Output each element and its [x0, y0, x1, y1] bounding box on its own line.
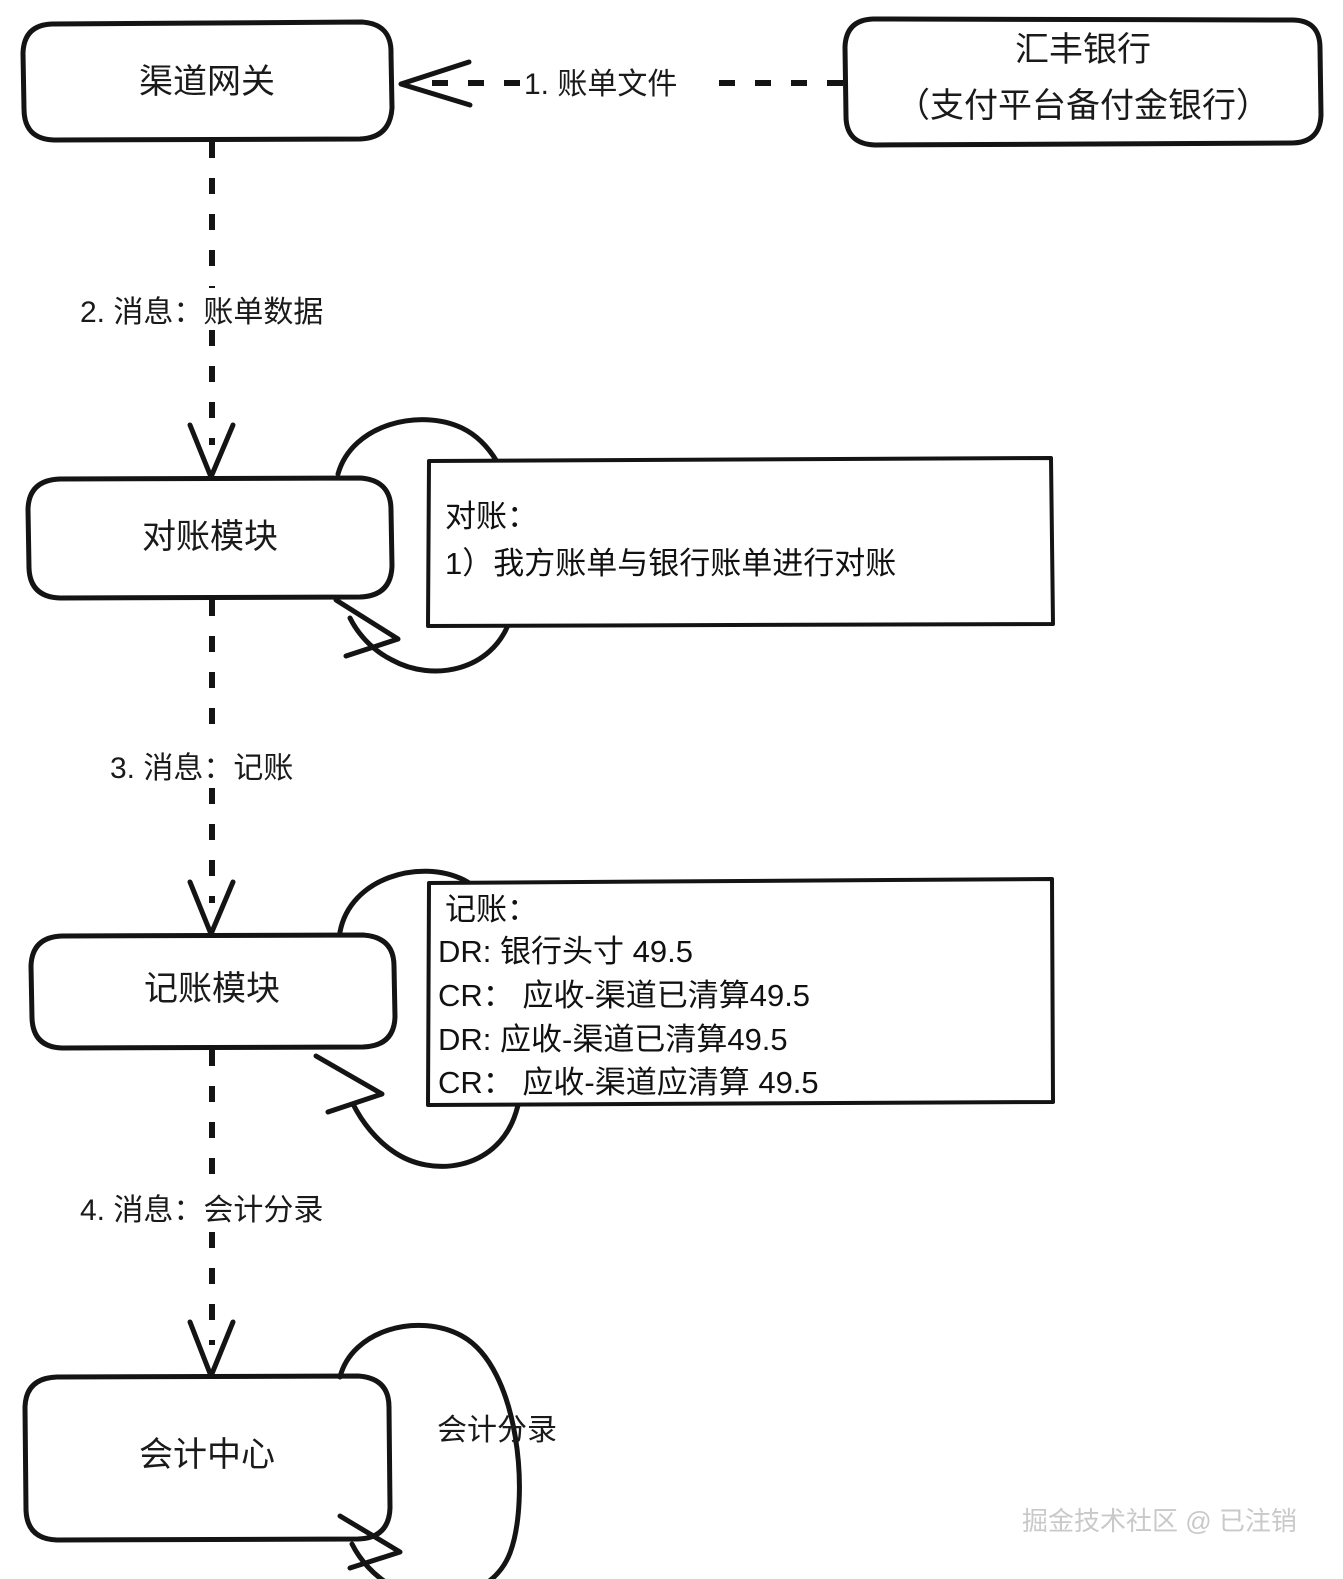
self-loop-accounting-center-arrowhead [337, 1513, 403, 1571]
self-loop-bookkeeping-arrowhead [313, 1053, 385, 1115]
note-reconciliation-line-0: 对账： [445, 499, 538, 534]
note-bookkeeping-line-3: DR: 应收-渠道已清算49.5 [438, 1022, 788, 1057]
edge-bill-file-label: 1. 账单文件 [524, 68, 677, 101]
edge-message-bill-data: 2. 消息：账单数据 [80, 142, 323, 480]
edge-message-bill-data-label: 2. 消息：账单数据 [80, 296, 323, 329]
node-accounting-center-label: 会计中心 [139, 1436, 275, 1474]
note-bookkeeping-line-1: DR: 银行头寸 49.5 [438, 934, 693, 969]
note-reconciliation-box [426, 456, 1055, 628]
watermark-text: 掘金技术社区 @ 已注销 [1022, 1506, 1297, 1536]
self-loop-accounting-center: 会计分录 [337, 1322, 557, 1579]
note-bookkeeping-line-2: CR： 应收-渠道已清算49.5 [438, 978, 810, 1013]
self-loop-reconciliation-arrowhead [333, 597, 401, 659]
self-loop-accounting-center-label: 会计分录 [437, 1414, 557, 1447]
self-loop-accounting-center-curve [337, 1322, 522, 1579]
node-reconciliation-module-label: 对账模块 [142, 518, 278, 556]
edge-message-accounting-entry-arrowhead [187, 1319, 236, 1379]
edge-message-accounting-entry-label: 4. 消息：会计分录 [80, 1194, 323, 1227]
node-accounting-center[interactable]: 会计中心 [22, 1373, 393, 1543]
node-hsbc-bank[interactable]: 汇丰银行 （支付平台备付金银行） [842, 16, 1324, 148]
edge-message-bill-data-arrowhead [187, 422, 236, 480]
edge-message-bookkeeping-label: 3. 消息：记账 [110, 752, 293, 785]
note-bookkeeping-line-4: CR： 应收-渠道应清算 49.5 [438, 1065, 819, 1100]
note-bookkeeping[interactable]: 记账： DR: 银行头寸 49.5 CR： 应收-渠道已清算49.5 DR: 应… [426, 877, 1055, 1107]
note-bookkeeping-box [426, 877, 1055, 1107]
edge-message-accounting-entry: 4. 消息：会计分录 [80, 1050, 323, 1379]
node-hsbc-bank-label-line2: （支付平台备付金银行） [896, 87, 1270, 125]
edge-message-bookkeeping: 3. 消息：记账 [110, 600, 293, 937]
node-bookkeeping-module-label: 记账模块 [144, 970, 280, 1008]
edge-bill-file: 1. 账单文件 [398, 59, 843, 108]
node-hsbc-bank-label-line1: 汇丰银行 [1015, 31, 1151, 69]
node-reconciliation-module[interactable]: 对账模块 [25, 475, 395, 601]
node-channel-gateway[interactable]: 渠道网关 [20, 19, 395, 143]
edge-bill-file-arrowhead [398, 59, 473, 108]
note-bookkeeping-line-0: 记账： [445, 892, 538, 927]
node-accounting-center-shape [22, 1373, 393, 1543]
node-hsbc-bank-shape [842, 16, 1324, 148]
note-reconciliation[interactable]: 对账： 1）我方账单与银行账单进行对账 [426, 456, 1055, 628]
node-channel-gateway-shape [20, 19, 395, 143]
node-channel-gateway-label: 渠道网关 [139, 63, 275, 101]
note-reconciliation-line-1: 1）我方账单与银行账单进行对账 [445, 546, 896, 581]
node-bookkeeping-module[interactable]: 记账模块 [28, 932, 398, 1051]
edge-message-bookkeeping-arrowhead [187, 879, 236, 937]
node-bookkeeping-module-shape [28, 932, 398, 1051]
node-reconciliation-module-shape [25, 475, 395, 601]
